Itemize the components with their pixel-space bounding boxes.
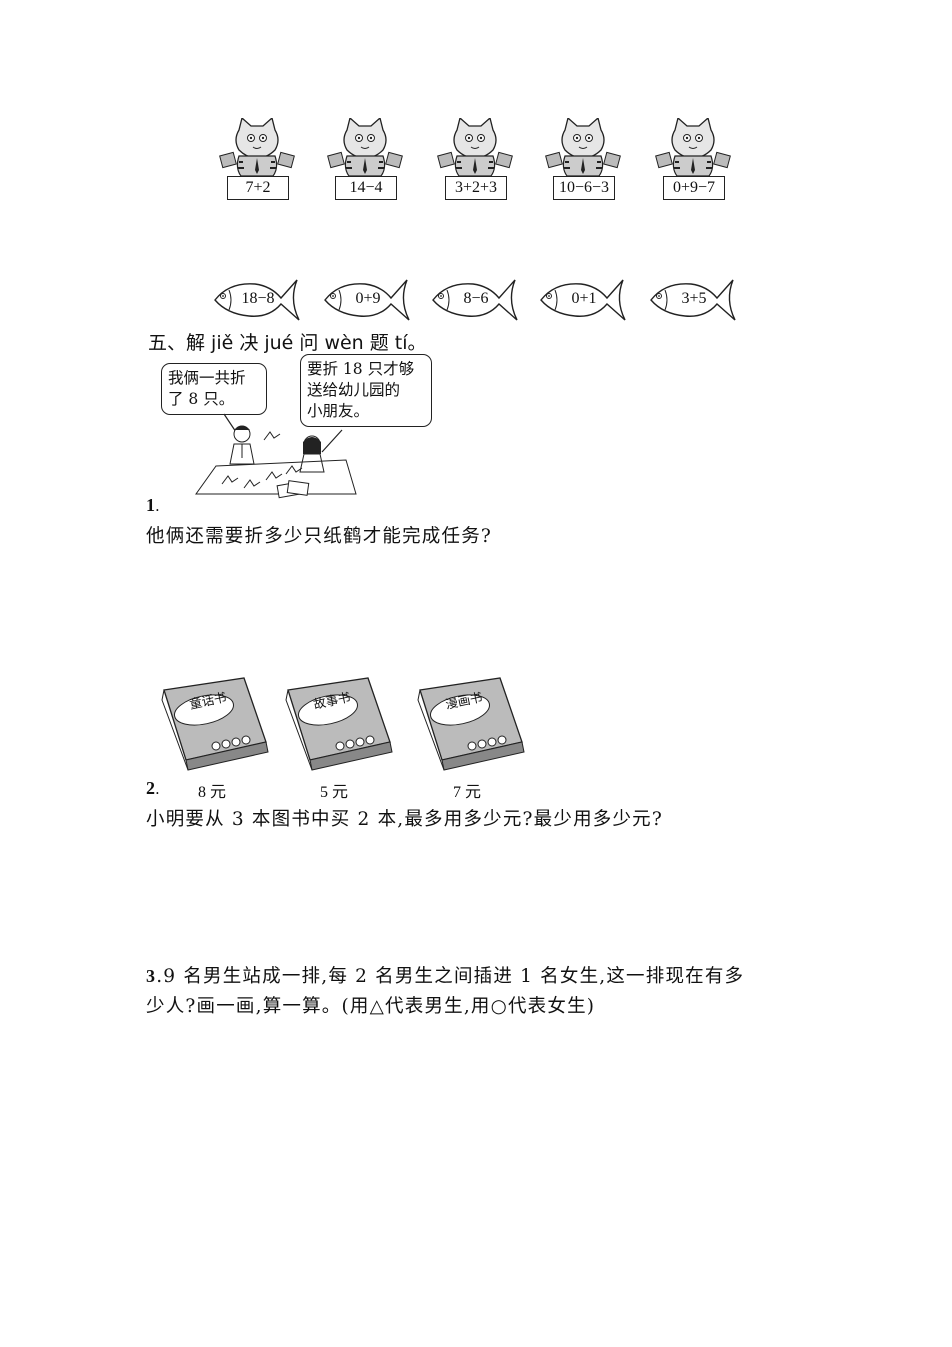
bubble-line: 要折 18 只才够 bbox=[307, 360, 415, 378]
cat-row: 7+2 14−4 3+2+3 bbox=[205, 118, 745, 213]
fish-expression: 18−8 bbox=[241, 290, 275, 307]
book-figure: 漫画书 bbox=[414, 676, 529, 776]
fish-expression: 3+5 bbox=[681, 290, 707, 307]
speech-bubble-left: 我俩一共折 了 8 只。 bbox=[161, 363, 267, 415]
cat-icon bbox=[437, 118, 513, 177]
fish-row: 18−8 0+9 8−6 0+1 3+5 bbox=[205, 276, 750, 326]
book-price: 5 元 bbox=[320, 784, 349, 801]
bubble-line: 送给幼儿园的 bbox=[307, 381, 401, 399]
cat-expression: 10−6−3 bbox=[553, 176, 615, 200]
cat-figure: 10−6−3 bbox=[541, 118, 625, 204]
fish-figure: 0+1 bbox=[535, 276, 631, 324]
cat-expression: 14−4 bbox=[335, 176, 397, 200]
question-number-dot: . bbox=[155, 780, 160, 798]
q2-books: 童话书 故事书 漫画书 bbox=[158, 676, 538, 776]
q2-text: 小明要从 3 本图书中买 2 本,最多用多少元?最少用多少元? bbox=[146, 809, 663, 830]
fish-expression: 0+1 bbox=[571, 290, 597, 307]
fish-icon bbox=[432, 279, 518, 321]
cat-expression: 0+9−7 bbox=[663, 176, 725, 200]
question-number-dot: . bbox=[155, 497, 160, 515]
cat-icon bbox=[219, 118, 295, 177]
q3-text-line-2: 少人?画一画,算一算。(用△代表男生,用○代表女生) bbox=[146, 996, 596, 1017]
fish-expression: 8−6 bbox=[463, 290, 489, 307]
cat-figure: 3+2+3 bbox=[433, 118, 517, 204]
book-price: 8 元 bbox=[198, 784, 227, 801]
question-number: 3 bbox=[146, 966, 157, 986]
bubble-line: 我俩一共折 bbox=[168, 369, 246, 387]
cat-figure: 0+9−7 bbox=[651, 118, 735, 204]
question-number: 1 bbox=[146, 495, 155, 515]
fish-figure: 0+9 bbox=[319, 276, 415, 324]
book-figure: 童话书 bbox=[158, 676, 273, 776]
q3-line-1: 3.9 名男生站成一排,每 2 名男生之间插进 1 名女生,这一排现在有多 bbox=[146, 962, 744, 988]
book-figure: 故事书 bbox=[282, 676, 397, 776]
book-price: 7 元 bbox=[453, 784, 482, 801]
speech-bubble-right: 要折 18 只才够 送给幼儿园的 小朋友。 bbox=[300, 354, 432, 427]
cat-icon bbox=[327, 118, 403, 177]
fish-figure: 3+5 bbox=[645, 276, 741, 324]
fish-figure: 18−8 bbox=[209, 276, 305, 324]
fish-icon bbox=[324, 279, 410, 321]
fish-figure: 8−6 bbox=[427, 276, 523, 324]
fish-icon bbox=[540, 279, 626, 321]
fish-icon bbox=[650, 279, 736, 321]
fish-icon bbox=[214, 279, 300, 321]
bubble-line: 了 8 只。 bbox=[168, 390, 235, 408]
bubble-line: 小朋友。 bbox=[307, 402, 370, 420]
book-icon bbox=[285, 677, 393, 771]
fish-expression: 0+9 bbox=[355, 290, 381, 307]
cat-expression: 3+2+3 bbox=[445, 176, 507, 200]
q2-number: 2. bbox=[146, 778, 160, 799]
section-heading: 五、解 jiě 决 jué 问 wèn 题 tí。 bbox=[148, 332, 427, 354]
cat-icon bbox=[655, 118, 731, 177]
book-icon bbox=[161, 677, 269, 771]
cat-figure: 14−4 bbox=[323, 118, 407, 204]
book-icon bbox=[417, 677, 525, 771]
q1-illustration: 我俩一共折 了 8 只。 要折 18 只才够 送给幼儿园的 小朋友。 bbox=[146, 354, 446, 499]
question-number: 2 bbox=[146, 778, 155, 798]
q3-text-line-1: .9 名男生站成一排,每 2 名男生之间插进 1 名女生,这一排现在有多 bbox=[156, 966, 745, 987]
cat-icon bbox=[545, 118, 621, 177]
cat-figure: 7+2 bbox=[215, 118, 299, 204]
cat-expression: 7+2 bbox=[227, 176, 289, 200]
q1-number: 1. bbox=[146, 495, 160, 516]
q1-text: 他俩还需要折多少只纸鹤才能完成任务? bbox=[146, 526, 493, 547]
